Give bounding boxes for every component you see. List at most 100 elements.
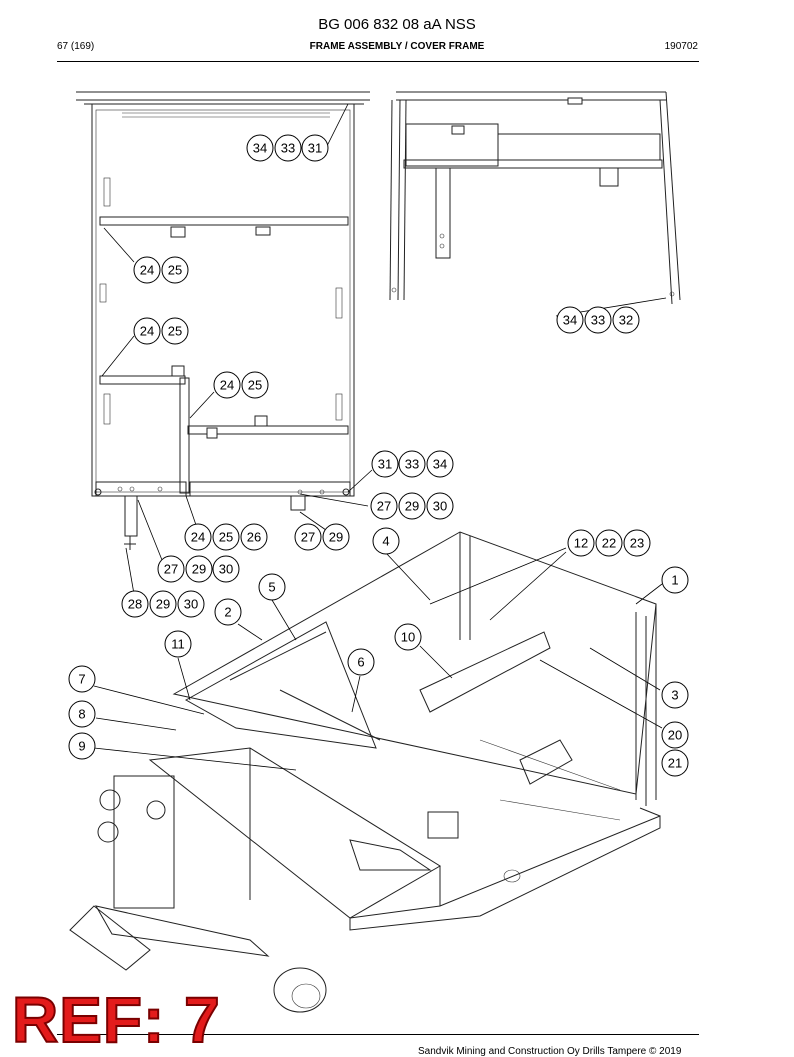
svg-text:24: 24 [140,324,154,339]
svg-text:21: 21 [668,756,682,771]
callout-29-c: 29 [185,555,213,583]
callout-32: 32 [612,306,640,334]
callout-22: 22 [595,529,623,557]
svg-text:30: 30 [219,562,233,577]
callout-label: 33 [281,141,295,156]
svg-text:22: 22 [602,536,616,551]
document-title: BG 006 832 08 aA NSS [318,16,476,33]
callout-5: 5 [258,573,286,601]
svg-text:10: 10 [401,630,415,645]
svg-text:7: 7 [78,672,85,687]
callout-3: 3 [661,681,689,709]
callout-31-b: 31 [371,450,399,478]
document-date: 190702 [664,41,698,52]
isometric-assembly [69,531,661,1013]
header-rule [57,61,699,62]
svg-text:34: 34 [563,313,577,328]
svg-text:12: 12 [574,536,588,551]
callout-9: 9 [68,732,96,760]
callout-26: 26 [240,523,268,551]
svg-text:5: 5 [268,580,275,595]
svg-text:29: 29 [405,499,419,514]
callout-2: 2 [214,598,242,626]
svg-text:8: 8 [78,707,85,722]
svg-text:27: 27 [377,499,391,514]
svg-text:31: 31 [378,457,392,472]
callout-group: 34 33 31 24 25 24 25 24 25 31 33 34 27 2… [68,134,689,777]
callout-12: 12 [567,529,595,557]
svg-text:20: 20 [668,728,682,743]
svg-text:27: 27 [301,530,315,545]
svg-text:27: 27 [164,562,178,577]
callout-30-d: 30 [177,590,205,618]
callout-27-c: 27 [157,555,185,583]
svg-text:30: 30 [433,499,447,514]
callout-29-a: 29 [398,492,426,520]
callout-27-b: 27 [294,523,322,551]
svg-text:26: 26 [247,530,261,545]
footer-copyright: Sandvik Mining and Construction Oy Drill… [418,1046,682,1057]
callout-34-c: 34 [556,306,584,334]
leader-lines [93,103,667,771]
callout-7: 7 [68,665,96,693]
callout-28: 28 [121,590,149,618]
callout-label: 34 [253,141,267,156]
svg-text:4: 4 [382,534,389,549]
callout-34-a: 34 [246,134,274,162]
callout-25-a: 25 [161,256,189,284]
svg-text:25: 25 [168,263,182,278]
callout-23: 23 [623,529,651,557]
callout-24-c: 24 [213,371,241,399]
svg-text:32: 32 [619,313,633,328]
callout-30-c: 30 [212,555,240,583]
footer-rule [57,1034,699,1035]
callout-24-a: 24 [133,256,161,284]
callout-20: 20 [661,721,689,749]
side-view-frame [389,91,681,305]
page-number: 67 (169) [57,41,95,52]
callout-1: 1 [661,566,689,594]
callout-25-b: 25 [161,317,189,345]
callout-24-d: 24 [184,523,212,551]
callout-10: 10 [394,623,422,651]
svg-text:11: 11 [171,637,185,652]
callout-30-a: 30 [426,492,454,520]
svg-text:25: 25 [219,530,233,545]
callout-27-a: 27 [370,492,398,520]
callout-33-c: 33 [584,306,612,334]
svg-text:24: 24 [140,263,154,278]
callout-29-b: 29 [322,523,350,551]
callout-24-b: 24 [133,317,161,345]
svg-text:24: 24 [191,530,205,545]
svg-text:29: 29 [192,562,206,577]
callout-11: 11 [164,630,192,658]
callout-6: 6 [347,648,375,676]
svg-text:29: 29 [329,530,343,545]
svg-text:2: 2 [224,605,231,620]
callout-25-c: 25 [241,371,269,399]
callout-8: 8 [68,700,96,728]
callout-21: 21 [661,749,689,777]
svg-text:34: 34 [433,457,447,472]
ref-stamp: REF: 7 [11,984,221,1056]
svg-text:9: 9 [78,739,85,754]
svg-text:6: 6 [357,655,364,670]
callout-25-d: 25 [212,523,240,551]
svg-text:33: 33 [405,457,419,472]
callout-31-a: 31 [301,134,329,162]
svg-text:30: 30 [184,597,198,612]
callout-4: 4 [372,527,400,555]
svg-text:29: 29 [156,597,170,612]
callout-label: 31 [308,141,322,156]
svg-text:28: 28 [128,597,142,612]
top-view-frame [76,91,370,550]
section-title: FRAME ASSEMBLY / COVER FRAME [309,41,485,52]
svg-text:33: 33 [591,313,605,328]
svg-text:1: 1 [671,573,678,588]
callout-33-b: 33 [398,450,426,478]
callout-34-b: 34 [426,450,454,478]
svg-text:23: 23 [630,536,644,551]
svg-text:25: 25 [248,378,262,393]
callout-33-a: 33 [274,134,302,162]
